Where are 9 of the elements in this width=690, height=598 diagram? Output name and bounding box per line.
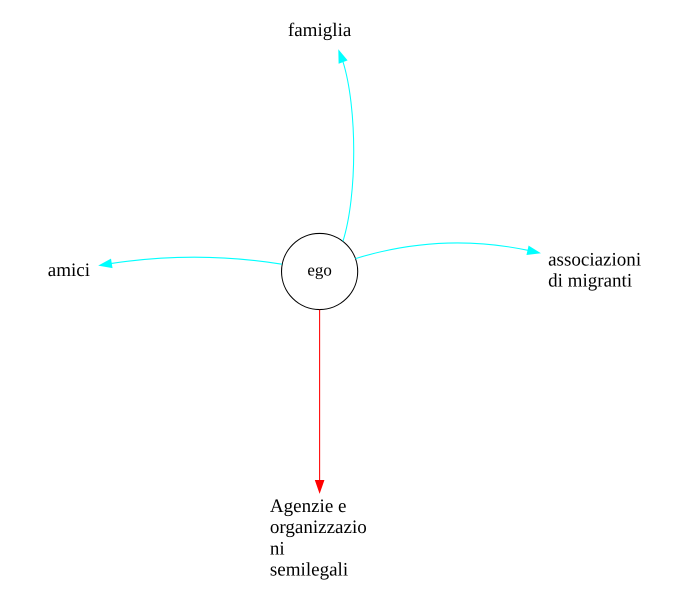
arrow xyxy=(98,256,282,268)
arrow xyxy=(338,49,354,242)
node-circle: ego xyxy=(281,232,358,310)
arrow xyxy=(314,310,324,494)
node-text: amici xyxy=(48,260,90,282)
node-text: famiglia xyxy=(288,20,352,42)
node-text: Agenzie e organizzazio ni semilegali xyxy=(270,496,367,581)
arrow xyxy=(355,242,541,260)
node-text: associazioni di migranti xyxy=(548,250,642,292)
